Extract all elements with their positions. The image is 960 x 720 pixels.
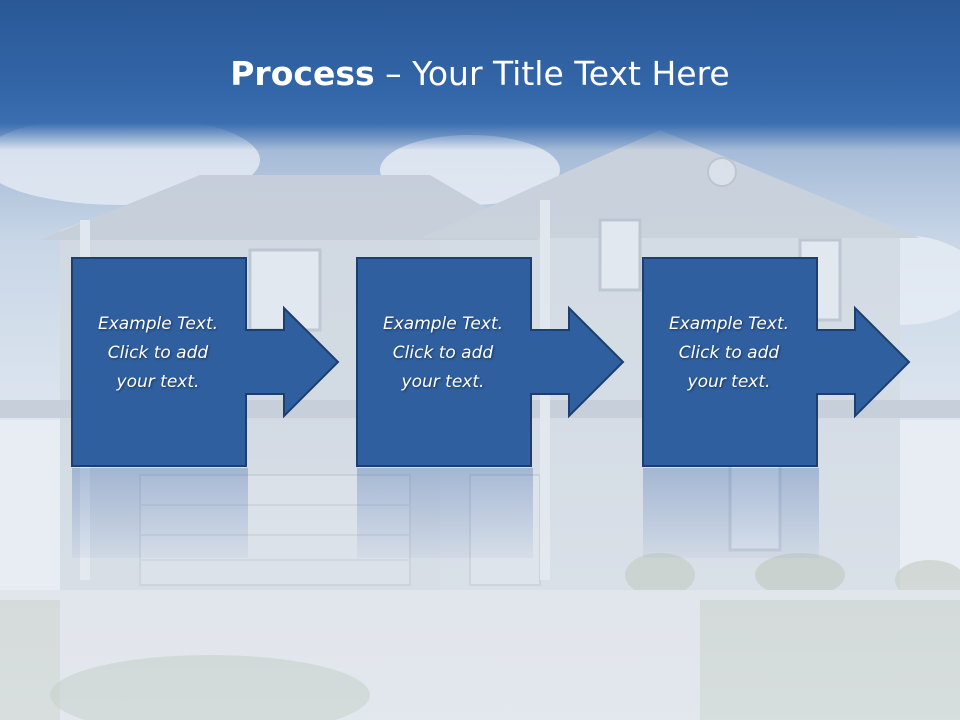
step-1-reflection — [72, 468, 248, 558]
arrow-right-icon — [642, 257, 911, 467]
process-step-3[interactable]: Example Text. Click to add your text. — [641, 256, 911, 468]
process-step-1[interactable]: Example Text. Click to add your text. — [70, 256, 340, 468]
step-3-line-3: your text. — [687, 372, 771, 392]
step-2-line-3: your text. — [401, 372, 485, 392]
title-rest-text: – Your Title Text Here — [374, 54, 730, 93]
step-2-line-2: Click to add — [392, 343, 494, 363]
step-2-text[interactable]: Example Text. Click to add your text. — [359, 310, 527, 397]
step-3-line-2: Click to add — [678, 343, 780, 363]
step-3-text[interactable]: Example Text. Click to add your text. — [645, 310, 813, 397]
arrow-right-icon — [71, 257, 340, 467]
title-bold-text: Process — [230, 54, 375, 93]
step-1-line-2: Click to add — [107, 343, 209, 363]
step-3-line-1: Example Text. — [668, 314, 790, 334]
step-1-line-3: your text. — [116, 372, 200, 392]
arrow-right-icon — [356, 257, 625, 467]
title-band — [0, 0, 960, 150]
step-1-line-1: Example Text. — [97, 314, 219, 334]
step-3-reflection — [643, 468, 819, 558]
step-1-text[interactable]: Example Text. Click to add your text. — [74, 310, 242, 397]
step-2-line-1: Example Text. — [382, 314, 504, 334]
process-step-2[interactable]: Example Text. Click to add your text. — [355, 256, 625, 468]
step-2-reflection — [357, 468, 533, 558]
slide-title[interactable]: Process – Your Title Text Here — [0, 52, 960, 96]
